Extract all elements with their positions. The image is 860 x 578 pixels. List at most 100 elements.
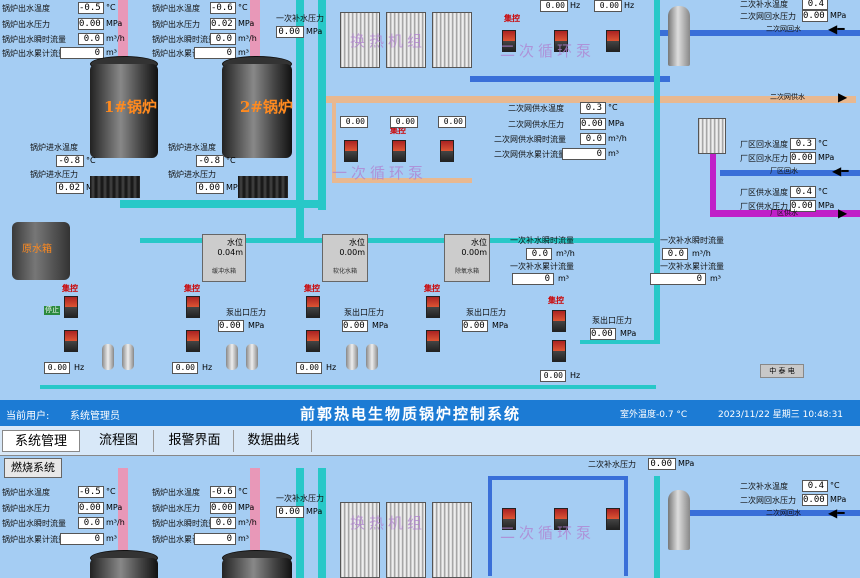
- hz-readout: 0.00: [540, 370, 566, 382]
- boiler1-in-temp-label: 锅炉进水温度: [30, 143, 78, 152]
- pipe: [710, 150, 716, 215]
- menu-system-management[interactable]: 系统管理: [2, 430, 80, 452]
- unit-hz: Hz: [202, 363, 213, 372]
- heat-exchanger[interactable]: [432, 12, 472, 68]
- sub-boiler1-out-temp-label: 锅炉出水温度: [2, 488, 50, 497]
- unit-vol: m³: [106, 48, 117, 57]
- pump-out-value: 0.00: [462, 320, 488, 332]
- expansion-tank: [668, 490, 690, 550]
- makeup-pump[interactable]: [306, 330, 320, 352]
- flow-arrow-icon: ◀━: [828, 22, 845, 36]
- sub-boiler2-out-press-value: 0.00: [210, 502, 236, 514]
- unit-press: MPa: [106, 503, 123, 512]
- softened-tank-level: 水位 0.00m: [339, 238, 365, 257]
- heat-exchanger[interactable]: [340, 12, 380, 68]
- plant-supply-temp-value: 0.4: [790, 186, 816, 198]
- plant-return-temp-value: 0.3: [790, 138, 816, 150]
- pump-out-label: 泵出口压力: [592, 316, 632, 325]
- makeup-press-value: 0.00: [276, 26, 304, 38]
- unit-flow: m³/h: [106, 518, 125, 527]
- sub-boiler2-total-value: 0: [194, 533, 236, 545]
- menu-flow-chart[interactable]: 流程图: [84, 430, 154, 452]
- unit-vol: m³: [238, 48, 249, 57]
- sub-boiler2-flow-value: 0.0: [210, 517, 236, 529]
- pipe: [654, 476, 660, 578]
- hz-readout: 0.00: [594, 0, 622, 12]
- heat-exchanger[interactable]: [432, 502, 472, 578]
- boiler2-pump[interactable]: [238, 176, 288, 198]
- pipe: [654, 0, 660, 340]
- pipe: [118, 0, 128, 62]
- boiler2[interactable]: [222, 64, 292, 158]
- filter: [246, 344, 258, 370]
- user-label: 当前用户:: [6, 411, 50, 422]
- boiler1-pump[interactable]: [90, 176, 140, 198]
- makeup-pump[interactable]: [552, 310, 566, 332]
- boiler1-in-temp-value: -0.8: [56, 155, 84, 167]
- sub-makeup-press-label: 一次补水压力: [276, 494, 324, 503]
- unit-flow: m³/h: [608, 134, 627, 143]
- makeup-pump[interactable]: [186, 296, 200, 318]
- primary-pump-2[interactable]: [392, 140, 406, 162]
- secondary-pump-3[interactable]: [606, 30, 620, 52]
- primary-pump-1[interactable]: [344, 140, 358, 162]
- raw-water-tank[interactable]: [12, 222, 70, 280]
- plant-supply-press-label: 厂区供水压力: [740, 202, 788, 211]
- unit-press: MPa: [608, 119, 625, 128]
- secondary-return-pipe: [660, 30, 860, 36]
- unit-flow: m³/h: [692, 249, 711, 258]
- sub-boiler2[interactable]: [222, 558, 292, 578]
- heat-exchanger[interactable]: [386, 12, 426, 68]
- boiler1-flow-value: 0.0: [78, 33, 104, 45]
- pump-ctrl: 集控: [184, 284, 200, 293]
- boiler1[interactable]: [90, 64, 158, 158]
- softened-tank[interactable]: 水位 0.00m 软化水箱: [322, 234, 368, 282]
- makeup-pump[interactable]: [306, 296, 320, 318]
- pump-ctrl: 集控: [390, 126, 406, 135]
- raw-tank-label: 原水箱: [22, 244, 52, 255]
- unit-hz: Hz: [624, 1, 635, 10]
- menu-data-curve[interactable]: 数据曲线: [236, 430, 312, 452]
- softened-tank-name: 软化水箱: [332, 268, 357, 275]
- sub-boiler2-out-temp-label: 锅炉出水温度: [152, 488, 200, 497]
- flow-arrow-icon: ▶: [838, 206, 848, 220]
- plant-heat-exchanger[interactable]: [698, 118, 726, 154]
- makeup-pump[interactable]: [64, 296, 78, 318]
- primary-pump-3[interactable]: [440, 140, 454, 162]
- pump-ctrl: 集控: [548, 296, 564, 305]
- makeup-pump[interactable]: [186, 330, 200, 352]
- makeup-pump[interactable]: [426, 296, 440, 318]
- filter: [366, 344, 378, 370]
- secondary-pump-1[interactable]: [502, 508, 516, 530]
- prim-makeup-total-label: 一次补水累计流量: [660, 262, 724, 271]
- sec-supply-temp-label: 二次网供水温度: [508, 104, 564, 113]
- prim-makeup-flow-value: 0.0: [662, 248, 688, 260]
- secondary-pump-3[interactable]: [606, 508, 620, 530]
- secondary-pump-1[interactable]: [502, 30, 516, 52]
- secondary-pump-2[interactable]: [554, 30, 568, 52]
- sub-sec-makeup-temp-label: 二次补水温度: [740, 482, 788, 491]
- makeup-pump[interactable]: [426, 330, 440, 352]
- makeup-pump[interactable]: [64, 330, 78, 352]
- expansion-tank: [668, 6, 690, 66]
- boiler2-name: 2#锅炉: [240, 98, 294, 116]
- status-bar: 当前用户: 系统管理员 前郭热电生物质锅炉控制系统 室外温度-0.7 °C 20…: [0, 400, 860, 426]
- unit-temp: °C: [86, 156, 96, 165]
- pump-out-label: 泵出口压力: [226, 308, 266, 317]
- unit-temp: °C: [818, 187, 828, 196]
- secondary-pump-2[interactable]: [554, 508, 568, 530]
- heat-exchanger[interactable]: [386, 502, 426, 578]
- company-stamp: 中 泰 电: [760, 364, 804, 378]
- sub-boiler1[interactable]: [90, 558, 158, 578]
- combustion-system-button[interactable]: 燃烧系统: [4, 458, 62, 478]
- boiler2-out-temp-label: 锅炉出水温度: [152, 4, 200, 13]
- secondary-supply-pipe: [326, 96, 856, 103]
- menu-alarm[interactable]: 报警界面: [156, 430, 234, 452]
- plant-return-press-label: 厂区回水压力: [740, 154, 788, 163]
- flow-arrow-icon: ▶: [838, 90, 848, 104]
- makeup-pump[interactable]: [552, 340, 566, 362]
- pipe: [332, 178, 472, 183]
- unit-press: MPa: [238, 19, 255, 28]
